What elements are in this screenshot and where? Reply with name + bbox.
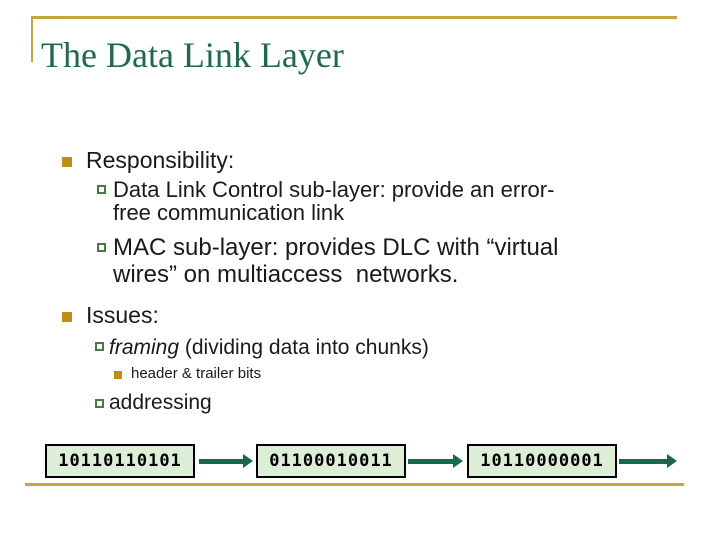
bullet-mac: MAC sub-layer: provides DLC with “virtua… — [113, 234, 558, 288]
bullet-mac-line2: wires” on multiaccess networks. — [113, 261, 459, 288]
title-left-rule-line — [31, 16, 33, 62]
arrow-shaft — [619, 459, 668, 464]
bullet-square-hollow-icon — [97, 185, 106, 194]
frame-box-2: 01100010011 — [256, 444, 406, 478]
arrow-shaft — [408, 459, 454, 464]
arrow-right-icon — [408, 454, 463, 468]
bullet-dlc: Data Link Control sub-layer: provide an … — [113, 178, 554, 224]
bullet-addressing: addressing — [109, 391, 212, 414]
frame-bits-1: 10110110101 — [58, 451, 182, 471]
arrow-shaft — [199, 459, 244, 464]
frame-box-1: 10110110101 — [45, 444, 195, 478]
bullet-mac-line1: MAC sub-layer: provides DLC with “virtua… — [113, 234, 559, 261]
bullet-square-hollow-icon — [95, 342, 104, 351]
bullet-square-gold-small-icon — [114, 371, 122, 379]
frame-bits-3: 10110000001 — [480, 451, 604, 471]
bullet-square-gold-icon — [62, 312, 72, 322]
bullet-square-gold-icon — [62, 157, 72, 167]
frame-box-3: 10110000001 — [467, 444, 617, 478]
arrow-head — [453, 454, 463, 468]
bullet-framing-rest: (dividing data into chunks) — [179, 336, 429, 359]
slide-title: The Data Link Layer — [41, 35, 344, 75]
bullet-square-hollow-icon — [97, 243, 106, 252]
bullet-dlc-line2: free communication link — [113, 200, 345, 225]
arrow-right-icon — [199, 454, 253, 468]
arrow-right-icon — [619, 454, 677, 468]
bullet-header-trailer: header & trailer bits — [131, 365, 262, 382]
frame-bits-2: 01100010011 — [269, 451, 393, 471]
bullet-responsibility: Responsibility: — [86, 147, 235, 173]
bottom-rule-line — [25, 483, 684, 486]
top-rule-line — [31, 16, 677, 19]
bullet-issues: Issues: — [86, 302, 159, 328]
bullet-framing: framing (dividing data into chunks) — [109, 336, 429, 359]
bullet-dlc-line1: Data Link Control sub-layer: provide an … — [113, 177, 555, 202]
arrow-head — [243, 454, 253, 468]
arrow-head — [667, 454, 677, 468]
bullet-square-hollow-icon — [95, 399, 104, 408]
bullet-framing-term: framing — [109, 336, 180, 359]
